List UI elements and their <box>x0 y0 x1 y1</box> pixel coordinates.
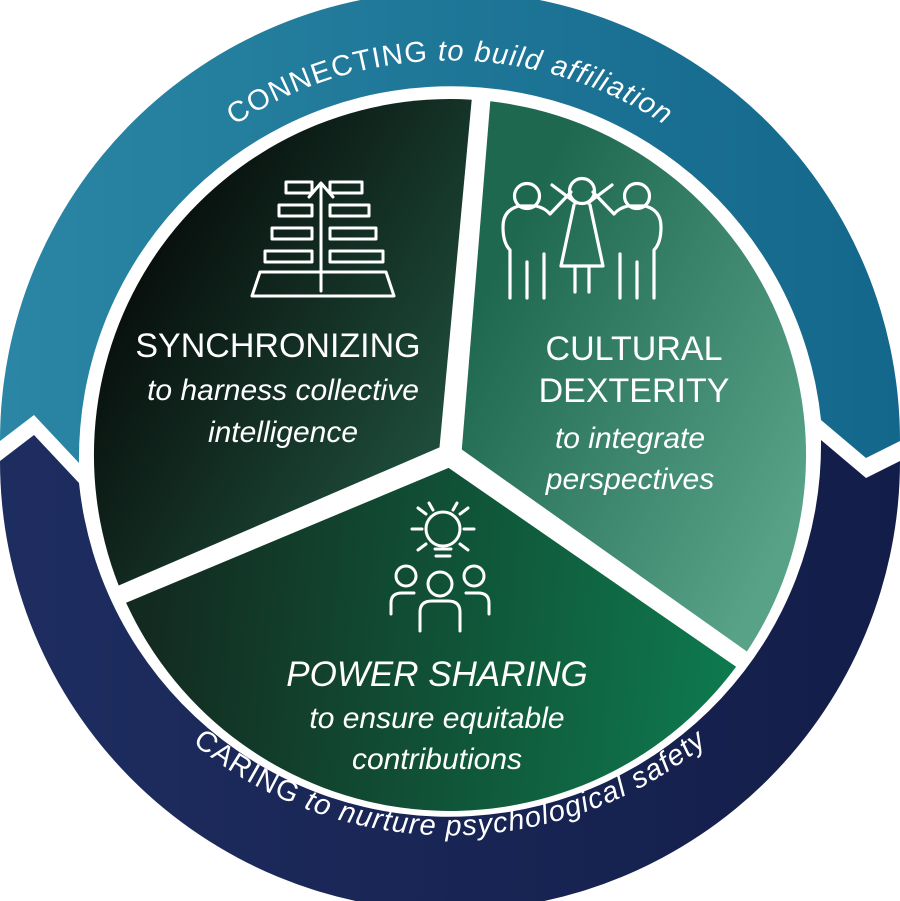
power-sharing-title: POWER SHARING <box>286 655 587 694</box>
cultural-dexterity-subtitle-line1: to integrate <box>555 422 705 455</box>
wedge-power-sharing <box>126 467 737 811</box>
ring-bottom-arc <box>0 435 900 901</box>
synchronizing-title: SYNCHRONIZING <box>135 327 420 365</box>
wedge-synchronizing <box>93 99 472 586</box>
power-sharing-subtitle-line2: contributions <box>352 743 522 776</box>
three-people-linked-icon <box>501 176 663 300</box>
team-lightbulb-icon <box>389 501 491 633</box>
synchronizing-subtitle-line1: to harness collective <box>147 374 419 407</box>
up-arrow <box>307 181 335 293</box>
wedge-cultural-dexterity <box>461 101 807 652</box>
synchronizing-subtitle-line2: intelligence <box>208 416 358 449</box>
stacked-bars-up-arrow-icon <box>250 180 396 298</box>
ring-top-arc <box>0 0 900 463</box>
cultural-dexterity-title-line2: DEXTERITY <box>539 372 730 410</box>
lightbulb <box>424 510 462 548</box>
cultural-dexterity-subtitle-line2: perspectives <box>545 463 714 496</box>
cultural-dexterity-title-line1: CULTURAL <box>546 330 723 368</box>
lightbulb-rays <box>410 501 476 552</box>
power-sharing-subtitle-line1: to ensure equitable <box>309 702 564 735</box>
